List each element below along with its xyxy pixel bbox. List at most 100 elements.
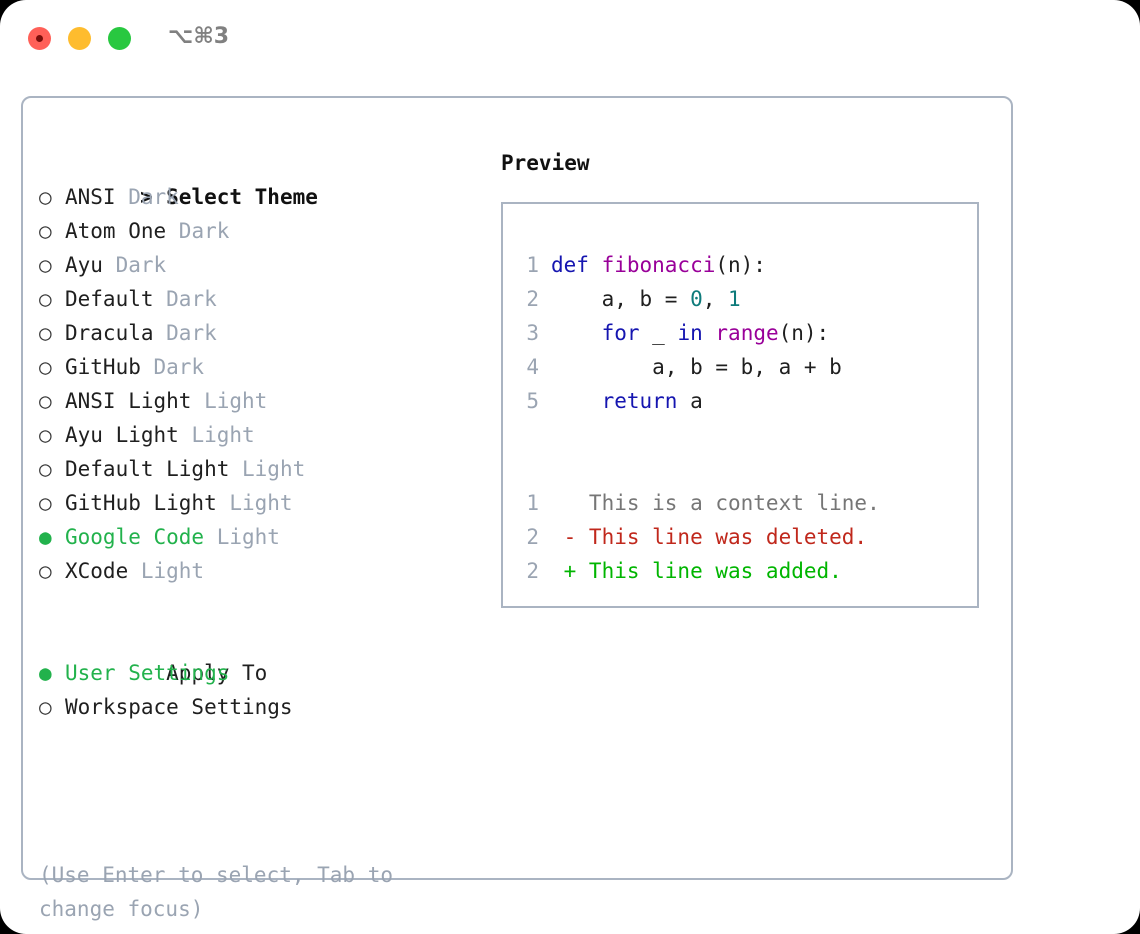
- radio-unselected-icon: ○: [39, 355, 52, 379]
- theme-mode-label: Dark: [166, 219, 230, 243]
- theme-mode-label: Light: [216, 491, 293, 515]
- theme-list-item[interactable]: ○Default Dark: [39, 282, 469, 316]
- theme-mode-label: Light: [204, 525, 280, 549]
- code-token: fibonacci: [601, 253, 716, 277]
- code-token: a, b = b, a + b: [551, 355, 842, 379]
- code-token: a, b =: [551, 287, 691, 311]
- theme-selector-column: >Select Theme ○ANSI Dark○Atom One Dark○A…: [39, 146, 469, 724]
- theme-list-item[interactable]: ○ Ayu Light Light: [39, 418, 469, 452]
- radio-unselected-icon: ○: [39, 423, 52, 447]
- theme-name: Ayu Light: [65, 423, 179, 447]
- code-token: in: [677, 321, 703, 345]
- apply-to-list[interactable]: ● User Settings ○ Workspace Settings: [39, 656, 469, 724]
- radio-unselected-icon: ○: [39, 457, 52, 481]
- close-button[interactable]: [28, 27, 51, 50]
- minimize-button[interactable]: [68, 27, 91, 50]
- diff-text: This is a context line.: [551, 491, 880, 515]
- theme-mode-label: Dark: [153, 321, 217, 345]
- code-token: 0: [690, 287, 703, 311]
- radio-unselected-icon: ○: [39, 219, 52, 243]
- code-token: [551, 389, 602, 413]
- theme-mode-label: Dark: [115, 185, 179, 209]
- diff-text: - This line was deleted.: [551, 525, 868, 549]
- radio-unselected-icon: ○: [39, 253, 52, 277]
- apply-to-item[interactable]: ● User Settings: [39, 656, 469, 690]
- apply-to-item[interactable]: ○ Workspace Settings: [39, 690, 469, 724]
- radio-unselected-icon: ○: [39, 287, 52, 311]
- line-number: 4: [526, 355, 539, 379]
- theme-name: ANSI: [65, 185, 116, 209]
- line-number: 1: [526, 491, 539, 515]
- code-line: 2 a, b = 0, 1: [503, 282, 977, 316]
- code-line: 1 def fibonacci(n):: [503, 248, 977, 282]
- code-token: _: [639, 321, 678, 345]
- theme-list-item[interactable]: ○ Dracula Dark: [39, 316, 469, 350]
- diff-sample: 1 This is a context line.2 - This line w…: [503, 486, 977, 588]
- select-theme-header: >Select Theme: [39, 146, 469, 209]
- apply-to-label: Workspace Settings: [65, 695, 293, 719]
- diff-line: 1 This is a context line.: [503, 486, 977, 520]
- diff-line: 2 - This line was deleted.: [503, 520, 977, 554]
- theme-list-item[interactable]: ○ GitHub Dark: [39, 350, 469, 384]
- radio-unselected-icon: ○: [39, 491, 52, 515]
- line-number: 3: [526, 321, 539, 345]
- theme-mode-label: Light: [178, 423, 255, 447]
- theme-name: XCode: [65, 559, 129, 583]
- theme-name: Default: [65, 287, 154, 311]
- theme-list-item[interactable]: ○ Default Light Light: [39, 452, 469, 486]
- theme-name: GitHub: [65, 355, 141, 379]
- title-bar: ⌥⌘3: [0, 0, 1140, 76]
- apply-to-header: Apply To: [39, 622, 469, 685]
- theme-name: Dracula: [65, 321, 154, 345]
- radio-unselected-icon: ○: [39, 321, 52, 345]
- code-token: [551, 321, 602, 345]
- code-token: (n):: [715, 253, 766, 277]
- code-token: range: [715, 321, 779, 345]
- theme-name: Default Light: [65, 457, 230, 481]
- diff-line: 2 + This line was added.: [503, 554, 977, 588]
- theme-list-item[interactable]: ○ANSI Dark: [39, 180, 469, 214]
- code-token: def: [551, 253, 602, 277]
- radio-selected-icon: ●: [39, 661, 52, 685]
- theme-list[interactable]: ○ANSI Dark○Atom One Dark○Ayu Dark○Defaul…: [39, 180, 469, 588]
- theme-mode-label: Light: [191, 389, 268, 413]
- radio-unselected-icon: ○: [39, 695, 52, 719]
- code-token: 1: [728, 287, 741, 311]
- theme-name: Google Code: [65, 525, 205, 549]
- code-diff-gap: [503, 418, 977, 452]
- theme-name: GitHub Light: [65, 491, 217, 515]
- maximize-button[interactable]: [108, 27, 131, 50]
- line-number: 2: [526, 559, 539, 583]
- theme-list-item[interactable]: ○Atom One Dark: [39, 214, 469, 248]
- main-panel: >Select Theme ○ANSI Dark○Atom One Dark○A…: [21, 96, 1013, 921]
- apply-to-header-label: Apply To: [166, 661, 268, 685]
- line-number: 1: [526, 253, 539, 277]
- theme-mode-label: Light: [128, 559, 205, 583]
- apply-to-label: User Settings: [65, 661, 230, 685]
- theme-name: Ayu: [65, 253, 103, 277]
- radio-unselected-icon: ○: [39, 389, 52, 413]
- theme-name: ANSI Light: [65, 389, 192, 413]
- radio-selected-icon: ●: [39, 525, 52, 549]
- theme-list-item[interactable]: ○ Ayu Dark: [39, 248, 469, 282]
- code-line: 5 return a: [503, 384, 977, 418]
- theme-list-item[interactable]: ● Google Code Light: [39, 520, 469, 554]
- code-token: ,: [702, 287, 729, 311]
- code-token: [703, 321, 716, 345]
- code-token: (n):: [778, 321, 830, 345]
- theme-list-item[interactable]: ○ XCode Light: [39, 554, 469, 588]
- theme-list-item[interactable]: ○ GitHub Light Light: [39, 486, 469, 520]
- code-token: for: [601, 321, 640, 345]
- radio-unselected-icon: ○: [39, 559, 52, 583]
- theme-mode-label: Light: [229, 457, 306, 481]
- preview-title: Preview: [501, 151, 590, 175]
- code-token: a: [677, 389, 703, 413]
- line-number: 2: [526, 525, 539, 549]
- theme-mode-label: Dark: [102, 253, 167, 277]
- theme-mode-label: Dark: [140, 355, 205, 379]
- select-theme-header-label: Select Theme: [166, 185, 318, 209]
- theme-list-item[interactable]: ○ ANSI Light Light: [39, 384, 469, 418]
- diff-text: + This line was added.: [551, 559, 842, 583]
